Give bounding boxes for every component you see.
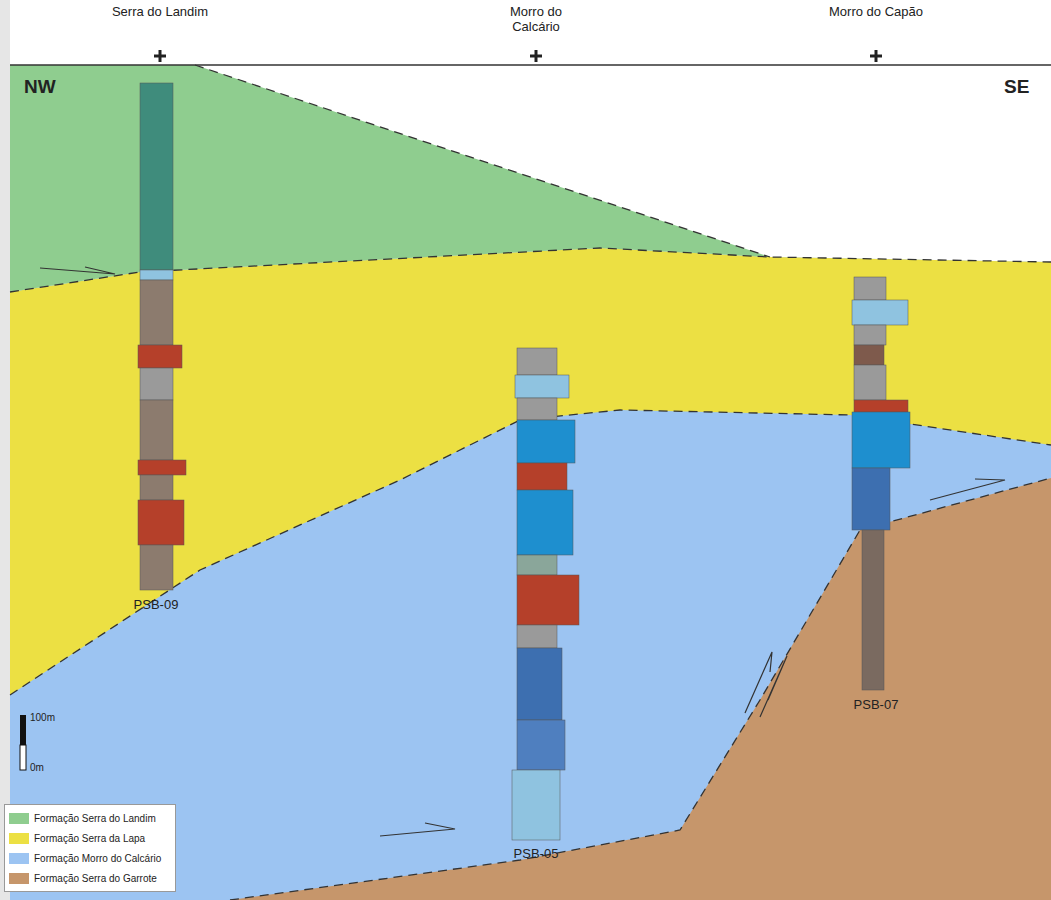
legend-row: Formação Serra do Garrote bbox=[9, 868, 171, 888]
well-name: Morro do Calcário bbox=[486, 4, 586, 34]
legend-row: Formação Serra do Landim bbox=[9, 808, 171, 828]
legend-box: Formação Serra do LandimFormação Serra d… bbox=[4, 804, 176, 892]
legend-swatch bbox=[9, 873, 29, 884]
legend-text: Formação Serra da Lapa bbox=[34, 833, 145, 844]
legend-row: Formação Morro do Calcário bbox=[9, 848, 171, 868]
scale-label: 100m bbox=[30, 712, 55, 723]
scale-label: 0m bbox=[30, 762, 44, 773]
well-name: Serra do Landim bbox=[110, 4, 210, 19]
legend-swatch bbox=[9, 813, 29, 824]
legend-row: Formação Serra da Lapa bbox=[9, 828, 171, 848]
legend-swatch bbox=[9, 853, 29, 864]
legend-text: Formação Serra do Garrote bbox=[34, 873, 157, 884]
well-name: Morro do Capão bbox=[826, 4, 926, 19]
direction-label: NW bbox=[24, 76, 56, 98]
borehole-label: PSB-07 bbox=[854, 697, 899, 712]
direction-label: SE bbox=[1004, 76, 1029, 98]
legend-swatch bbox=[9, 833, 29, 844]
legend-text: Formação Morro do Calcário bbox=[34, 853, 161, 864]
borehole-label: PSB-09 bbox=[134, 597, 179, 612]
borehole-label: PSB-05 bbox=[514, 846, 559, 861]
legend-text: Formação Serra do Landim bbox=[34, 813, 156, 824]
